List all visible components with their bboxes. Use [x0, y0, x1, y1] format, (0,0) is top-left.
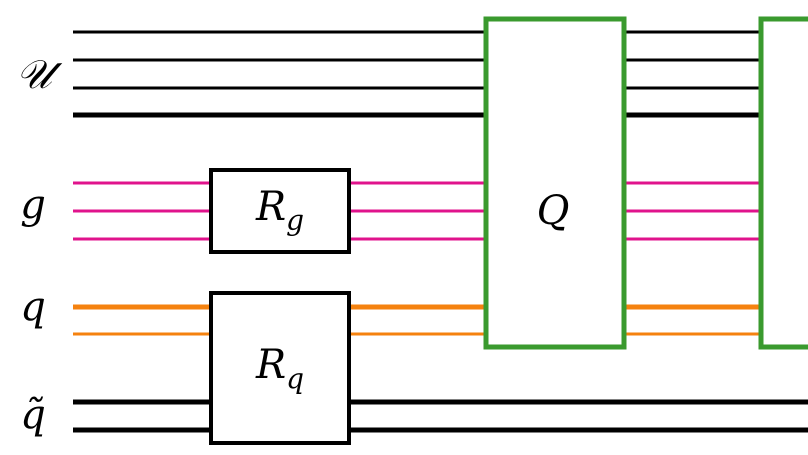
- wires-group: [73, 30, 808, 433]
- gate-r-q-box: [209, 291, 351, 445]
- gate-r-g-subscript: g: [286, 204, 304, 237]
- gate-q-second-box: [758, 16, 808, 350]
- register-label-q-tilde: q̃: [20, 392, 46, 438]
- register-label-u: 𝒰: [16, 52, 63, 98]
- register-label-g: g: [20, 182, 46, 228]
- gate-q: Q: [483, 16, 627, 350]
- gate-r-g-main: R: [255, 184, 286, 230]
- gate-r-q-main: R: [255, 342, 286, 388]
- gate-r-g-box: [209, 168, 351, 254]
- gate-r-q-subscript: q: [286, 362, 304, 395]
- register-label-q: q: [20, 284, 46, 330]
- gate-q-box: [483, 16, 627, 350]
- gate-r-q: Rq: [209, 291, 351, 445]
- gate-r-g-label: Rg: [255, 184, 304, 237]
- gate-q-second: [758, 16, 808, 350]
- gate-q-label: Q: [537, 188, 570, 234]
- gate-r-q-label: Rq: [255, 342, 304, 395]
- gate-r-g: Rg: [209, 168, 351, 254]
